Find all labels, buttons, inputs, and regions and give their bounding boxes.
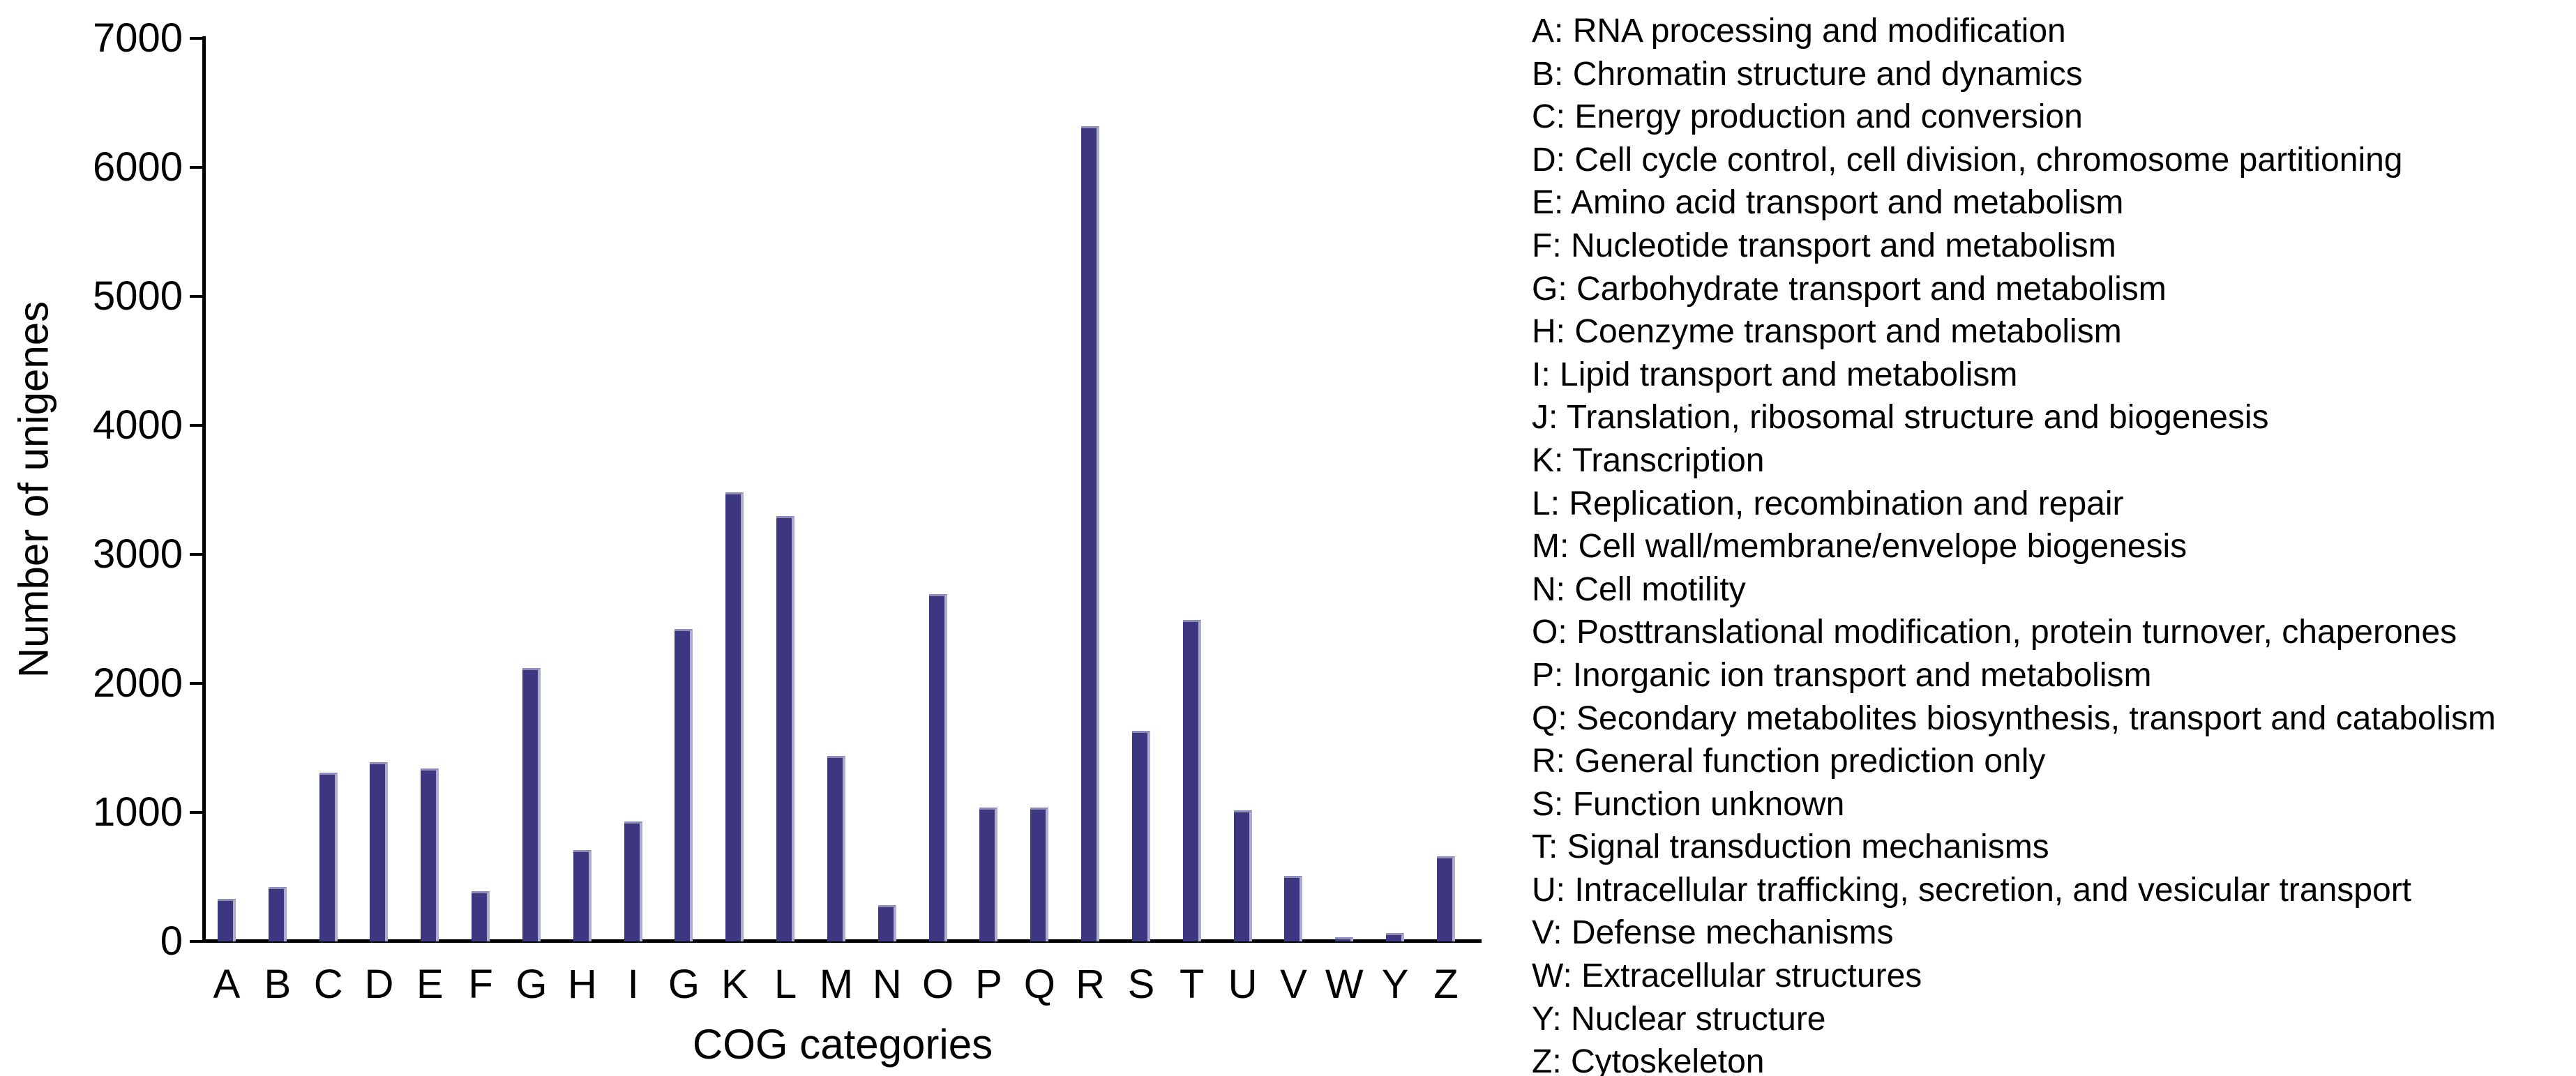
x-category-label-Y-23: Y — [1381, 962, 1409, 1007]
x-category-label-R-17: R — [1076, 962, 1106, 1007]
x-category-label-T-19: T — [1180, 962, 1205, 1007]
bar-N-13 — [878, 905, 896, 941]
x-category-label-F-5: F — [468, 962, 493, 1007]
legend-line-Y: Y: Nuclear structure — [1532, 1000, 1826, 1038]
x-category-label-C-2: C — [313, 962, 343, 1007]
legend-line-Z: Z: Cytoskeleton — [1532, 1043, 1765, 1076]
legend: A: RNA processing and modification B: Chr… — [1532, 10, 2576, 1076]
x-category-label-V-21: V — [1280, 962, 1307, 1007]
legend-line-T: T: Signal transduction mechanisms — [1532, 828, 2049, 866]
x-category-label-W-22: W — [1325, 962, 1364, 1007]
bar-G-9 — [675, 629, 693, 941]
legend-line-K: K: Transcription — [1532, 441, 1765, 479]
x-category-label-N-13: N — [872, 962, 902, 1007]
legend-line-R: R: General function prediction only — [1532, 743, 2046, 780]
bar-L-11 — [776, 515, 795, 941]
x-category-label-G-6: G — [515, 962, 548, 1007]
legend-line-W: W: Extracellular structures — [1532, 957, 1922, 995]
bar-Q-16 — [1030, 807, 1049, 941]
y-tick-label-6000: 6000 — [92, 144, 183, 190]
bar-S-18 — [1131, 731, 1150, 941]
legend-line-G: G: Carbohydrate transport and metabolism — [1532, 270, 2167, 308]
x-category-label-L-11: L — [774, 962, 797, 1007]
legend-line-H: H: Coenzyme transport and metabolism — [1532, 313, 2122, 351]
bar-O-14 — [928, 594, 947, 941]
y-tick-2000 — [190, 682, 202, 685]
x-category-label-P-15: P — [975, 962, 1002, 1007]
bar-Y-23 — [1386, 932, 1405, 941]
y-tick-label-1000: 1000 — [92, 789, 183, 835]
bar-M-12 — [827, 755, 845, 941]
bar-D-3 — [370, 761, 389, 941]
y-tick-label-5000: 5000 — [92, 273, 183, 319]
x-category-label-U-20: U — [1228, 962, 1258, 1007]
y-axis-line — [202, 36, 206, 943]
y-tick-label-7000: 7000 — [92, 15, 183, 61]
bar-K-10 — [725, 492, 744, 941]
y-tick-5000 — [190, 295, 202, 298]
bar-E-4 — [421, 768, 439, 941]
legend-line-P: P: Inorganic ion transport and metabolis… — [1532, 656, 2152, 694]
legend-line-V: V: Defense mechanisms — [1532, 914, 1894, 952]
x-category-label-D-3: D — [364, 962, 394, 1007]
y-tick-1000 — [190, 811, 202, 814]
legend-line-F: F: Nucleotide transport and metabolism — [1532, 227, 2116, 264]
x-category-label-Z-24: Z — [1433, 962, 1459, 1007]
bar-F-5 — [472, 891, 490, 941]
legend-line-J: J: Translation, ribosomal structure and … — [1532, 399, 2269, 437]
y-tick-label-2000: 2000 — [92, 660, 183, 706]
y-tick-6000 — [190, 166, 202, 169]
bar-A-0 — [218, 898, 236, 941]
y-tick-label-3000: 3000 — [92, 531, 183, 577]
y-tick-7000 — [190, 37, 202, 40]
x-category-label-O-14: O — [922, 962, 954, 1007]
bar-B-1 — [268, 887, 287, 941]
bar-I-8 — [624, 821, 642, 941]
y-tick-label-0: 0 — [160, 918, 183, 964]
legend-line-U: U: Intracellular trafficking, secretion,… — [1532, 871, 2412, 909]
legend-line-I: I: Lipid transport and metabolism — [1532, 356, 2018, 393]
x-category-label-B-1: B — [264, 962, 292, 1007]
bar-U-20 — [1233, 810, 1252, 941]
legend-line-E: E: Amino acid transport and metabolism — [1532, 184, 2124, 222]
y-axis-title: Number of unigenes — [10, 301, 57, 679]
x-category-label-K-10: K — [721, 962, 748, 1007]
y-tick-3000 — [190, 553, 202, 556]
bar-H-7 — [573, 849, 592, 941]
bar-R-17 — [1081, 126, 1100, 941]
bar-W-22 — [1335, 937, 1354, 941]
x-category-label-H-7: H — [567, 962, 597, 1007]
x-category-label-E-4: E — [416, 962, 444, 1007]
y-tick-4000 — [190, 424, 202, 427]
legend-line-B: B: Chromatin structure and dynamics — [1532, 55, 2083, 93]
x-category-label-I-8: I — [627, 962, 639, 1007]
x-category-label-S-18: S — [1127, 962, 1155, 1007]
x-category-label-M-12: M — [819, 962, 854, 1007]
legend-line-S: S: Function unknown — [1532, 785, 1845, 823]
bar-P-15 — [979, 807, 998, 941]
legend-line-C: C: Energy production and conversion — [1532, 98, 2083, 136]
bar-V-21 — [1284, 875, 1303, 941]
bar-C-2 — [319, 772, 338, 941]
bar-Z-24 — [1436, 856, 1455, 941]
legend-line-D: D: Cell cycle control, cell division, ch… — [1532, 141, 2403, 179]
legend-line-N: N: Cell motility — [1532, 570, 1746, 608]
bar-G-6 — [522, 667, 541, 941]
legend-line-A: A: RNA processing and modification — [1532, 13, 2066, 50]
legend-line-O: O: Posttranslational modification, prote… — [1532, 614, 2457, 651]
y-tick-label-4000: 4000 — [92, 402, 183, 448]
y-tick-0 — [190, 940, 202, 943]
legend-line-L: L: Replication, recombination and repair — [1532, 485, 2124, 522]
x-category-label-Q-16: Q — [1023, 962, 1055, 1007]
x-category-label-G-9: G — [668, 962, 700, 1007]
x-category-label-A-0: A — [213, 962, 241, 1007]
x-axis-title: COG categories — [692, 1021, 993, 1068]
bar-T-19 — [1182, 620, 1201, 941]
legend-line-M: M: Cell wall/membrane/envelope biogenesi… — [1532, 528, 2187, 566]
legend-line-Q: Q: Secondary metabolites biosynthesis, t… — [1532, 699, 2496, 737]
